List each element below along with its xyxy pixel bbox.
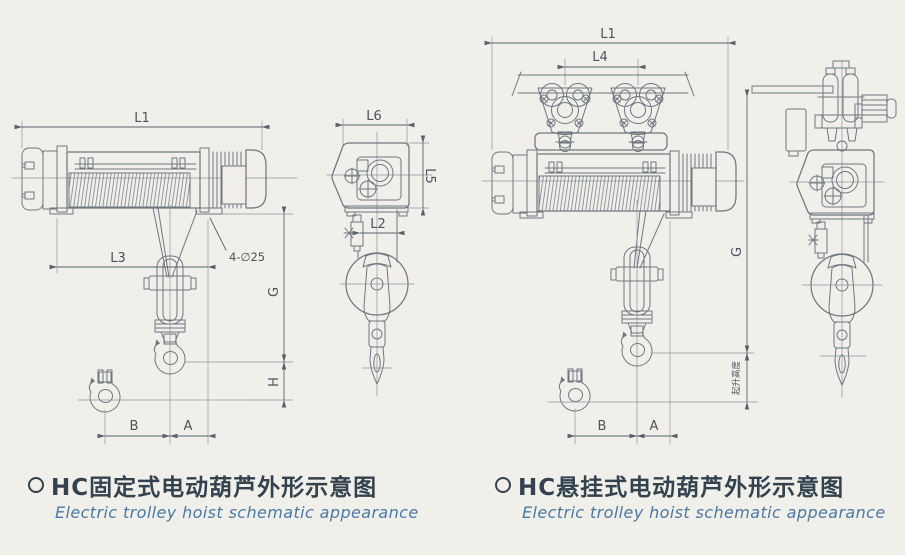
dim-label-lifting-height: 起升高度	[731, 361, 742, 396]
caption-suspended-hoist: HC悬挂式电动葫芦外形示意图 Electric trolley hoist sc…	[495, 468, 905, 522]
dim-label-g-suspended: G	[730, 247, 745, 257]
dim-label-l2: L2	[370, 217, 386, 232]
caption-fixed-zh: HC固定式电动葫芦外形示意图	[51, 475, 378, 501]
dim-label-l4: L4	[592, 50, 608, 65]
dim-label-l5: L5	[422, 168, 437, 184]
hook-block	[610, 199, 664, 445]
rope-drum-winding	[69, 173, 190, 207]
trolley-drive-motor	[854, 94, 897, 123]
lowered-hook	[558, 368, 591, 412]
i-beam-rail	[511, 71, 695, 97]
fixed-side-view	[326, 118, 433, 397]
dim-label-l1-suspended: L1	[600, 27, 616, 42]
caption-fixed-hoist: HC固定式电动葫芦外形示意图 Electric trolley hoist sc…	[28, 468, 468, 522]
fixed-front-view	[11, 120, 298, 445]
caption-bullet-icon	[28, 477, 44, 493]
caption-fixed-en: Electric trolley hoist schematic appeara…	[55, 503, 419, 522]
suspended-side-view	[751, 60, 897, 399]
hoist-motor	[678, 151, 737, 212]
trolley-left	[537, 83, 593, 152]
dim-label-g-fixed: G	[267, 287, 282, 297]
dim-label-holes: 4-∅25	[229, 250, 265, 264]
trolley-right	[610, 83, 666, 152]
dimension-labels: L1 L3 4-∅25 G H B A L6 L5 L2 L1 L4 G 起升高…	[110, 27, 745, 434]
dim-label-l3: L3	[110, 251, 126, 266]
dim-label-l1-fixed: L1	[134, 111, 150, 126]
dim-label-a-suspended: A	[650, 419, 659, 434]
dim-label-b-suspended: B	[598, 419, 607, 434]
caption-suspended-en: Electric trolley hoist schematic appeara…	[522, 503, 886, 522]
suspended-front-view	[481, 36, 759, 445]
caption-suspended-zh: HC悬挂式电动葫芦外形示意图	[518, 475, 845, 501]
hoist-motor	[208, 149, 267, 209]
hook-block	[143, 204, 197, 445]
dim-label-h: H	[267, 377, 282, 387]
lowered-hook	[88, 369, 121, 413]
dim-label-a-fixed: A	[184, 419, 193, 434]
dim-label-l6: L6	[366, 109, 382, 124]
dim-label-b-fixed: B	[130, 419, 139, 434]
caption-bullet-icon	[495, 477, 511, 493]
schematic-canvas: L1 L3 4-∅25 G H B A L6 L5 L2 L1 L4 G 起升高…	[11, 27, 897, 445]
